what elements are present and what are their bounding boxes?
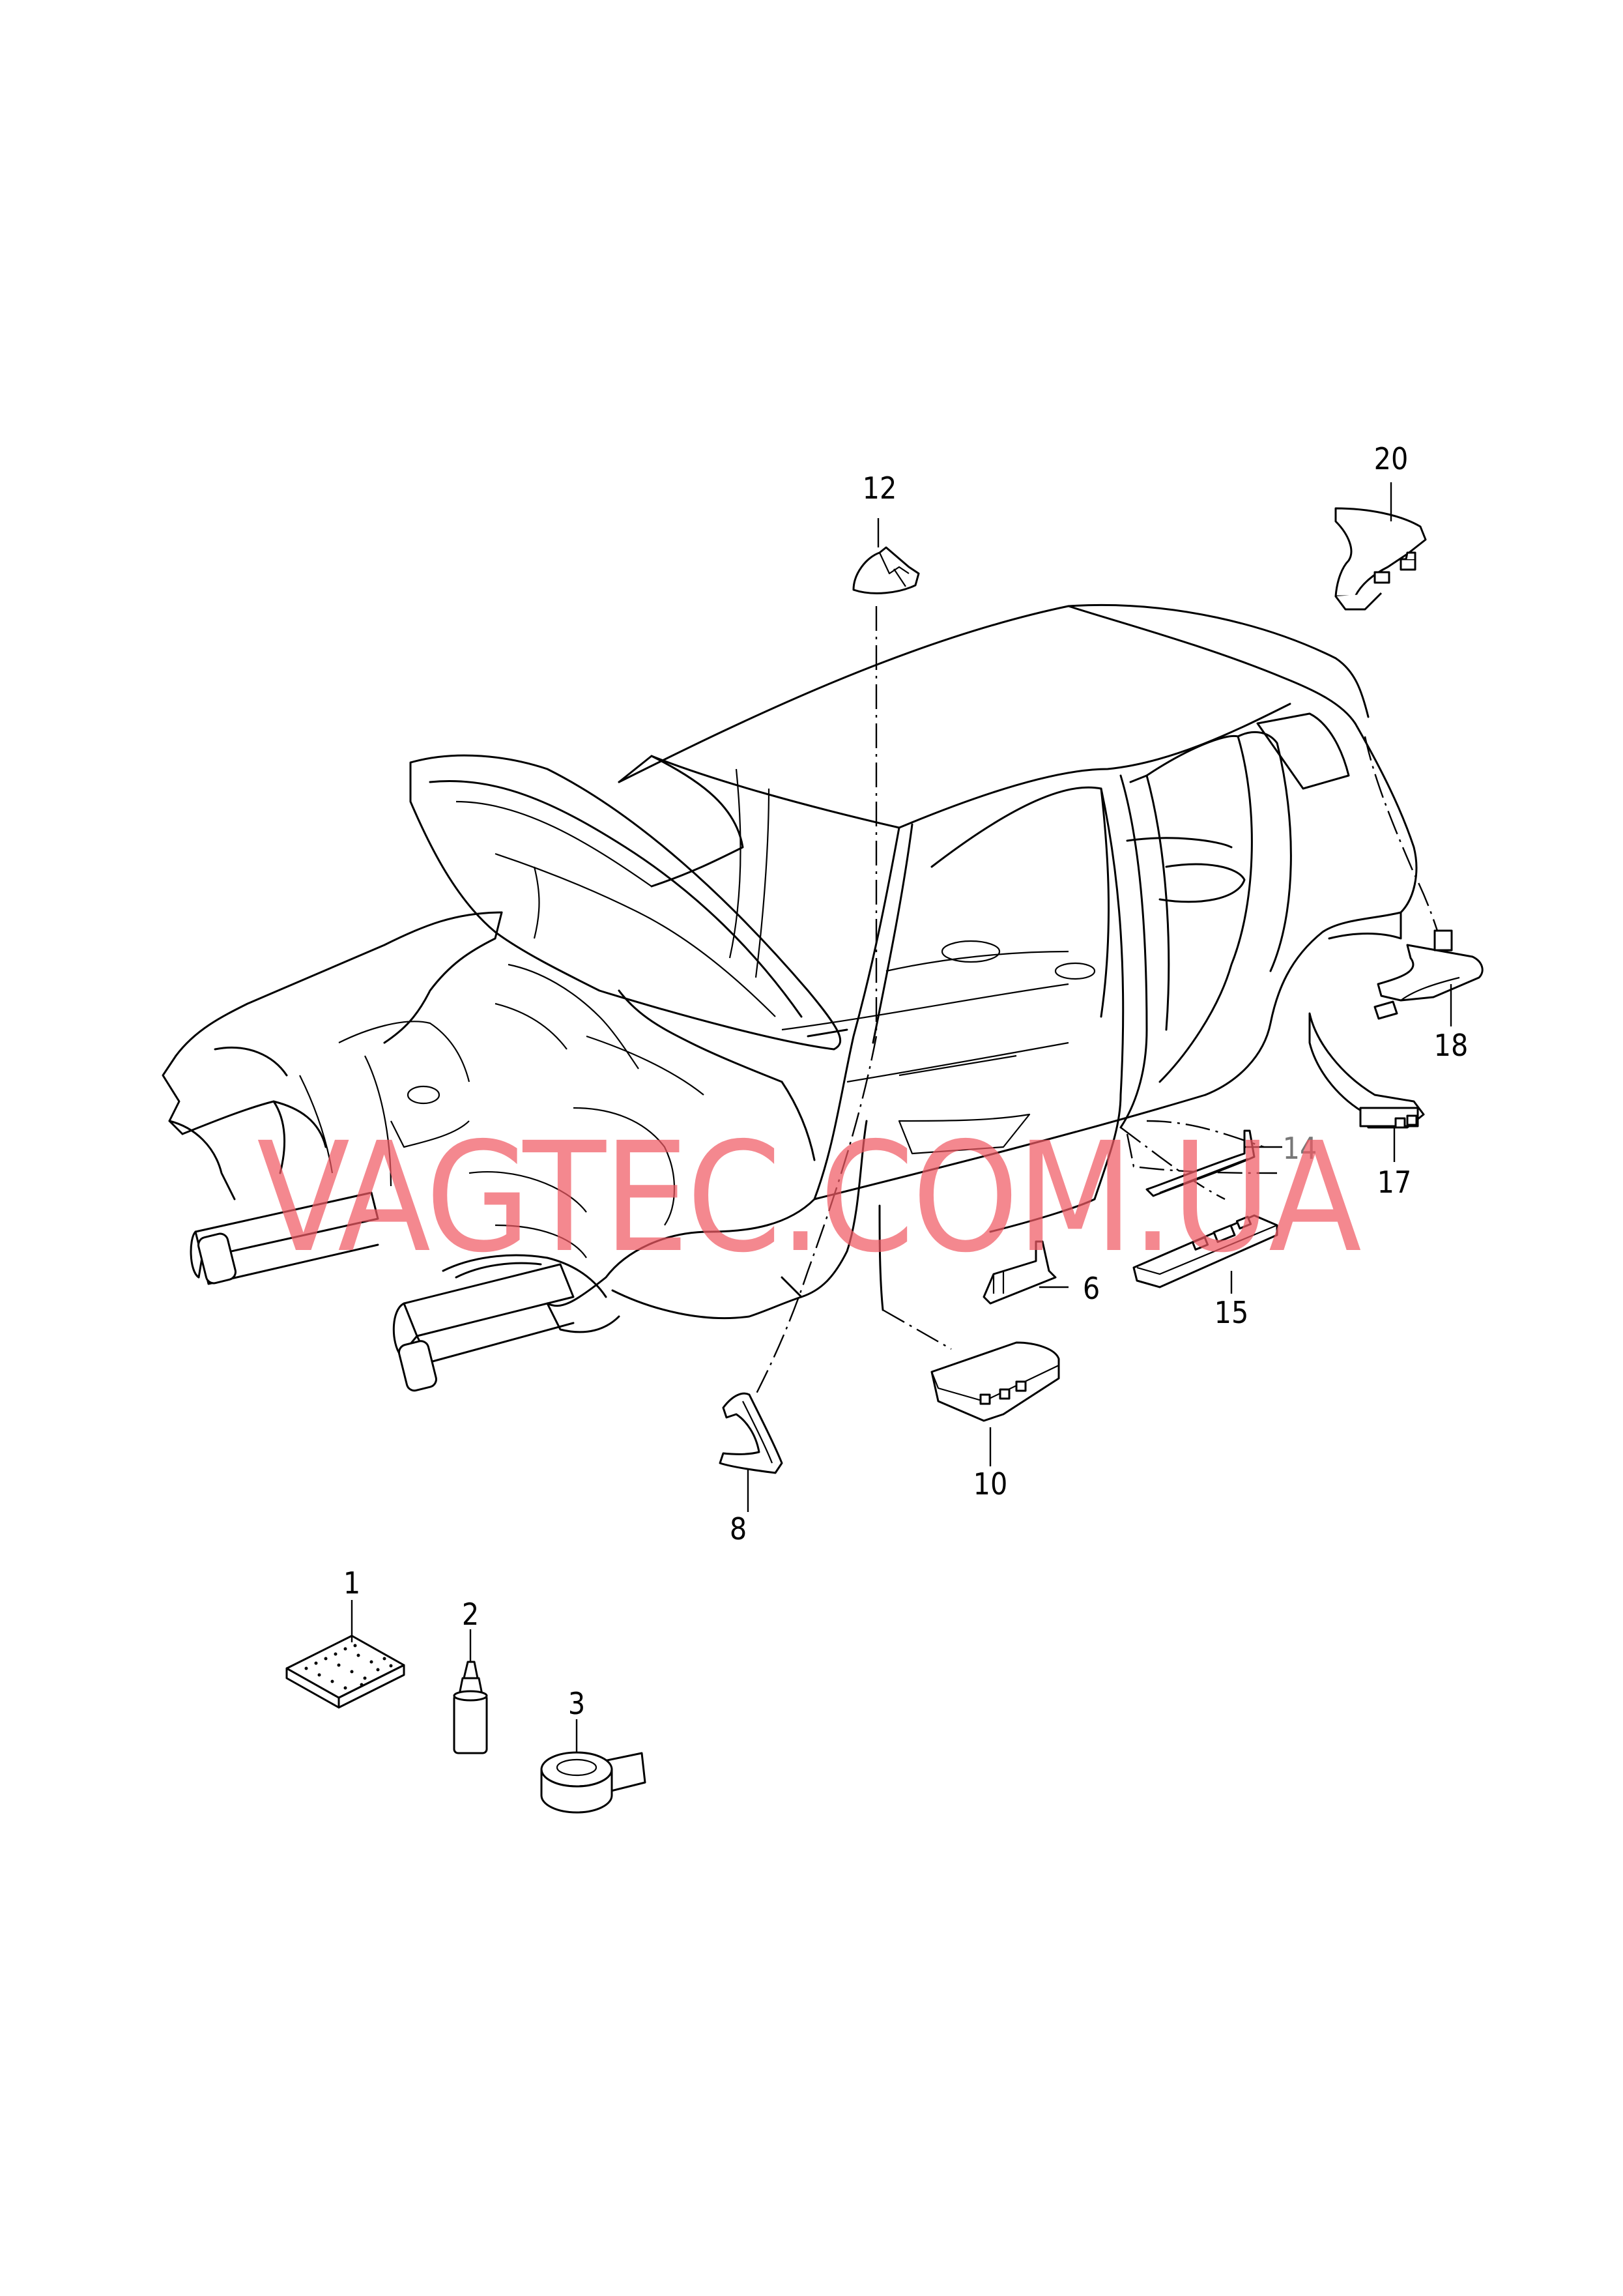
- part-15-cover: [1132, 1214, 1278, 1288]
- callout-2: 2: [462, 1597, 479, 1632]
- leader-lines: [351, 482, 1452, 1752]
- part-18-trim-piece: [1373, 929, 1484, 1020]
- callout-labels: 1 2 3 6 8 10 12 14 15 17 18 20: [343, 441, 1468, 1721]
- part-20-trim-piece: [1334, 507, 1427, 611]
- callout-12: 12: [863, 471, 897, 506]
- callout-14: 14: [1283, 1131, 1317, 1166]
- part-2-sealant-bottle: [453, 1661, 488, 1754]
- part-12-trim-piece: [852, 546, 920, 594]
- callout-17: 17: [1377, 1165, 1412, 1200]
- part-3-tape-roll: [540, 1751, 646, 1814]
- callout-18: 18: [1434, 1028, 1469, 1063]
- part-14-trim-strip: [1145, 1129, 1256, 1197]
- part-6-bracket: [983, 1240, 1057, 1305]
- assembly-dash-lines: [754, 606, 1441, 1395]
- watermark-text: VAGTEC.COM.UA: [257, 1110, 1361, 1286]
- part-10-module: [930, 1341, 1060, 1422]
- part-1-sound-pad: [285, 1635, 405, 1709]
- callout-8: 8: [730, 1511, 747, 1547]
- callout-20: 20: [1374, 441, 1409, 476]
- part-17-trim-piece: [1308, 1012, 1425, 1129]
- car-body-shell: [162, 603, 1418, 1392]
- part-8-bracket: [719, 1392, 783, 1474]
- callout-15: 15: [1214, 1295, 1249, 1330]
- callout-3: 3: [568, 1686, 585, 1721]
- callout-1: 1: [343, 1565, 360, 1601]
- callout-10: 10: [973, 1466, 1008, 1502]
- callout-6: 6: [1083, 1271, 1100, 1306]
